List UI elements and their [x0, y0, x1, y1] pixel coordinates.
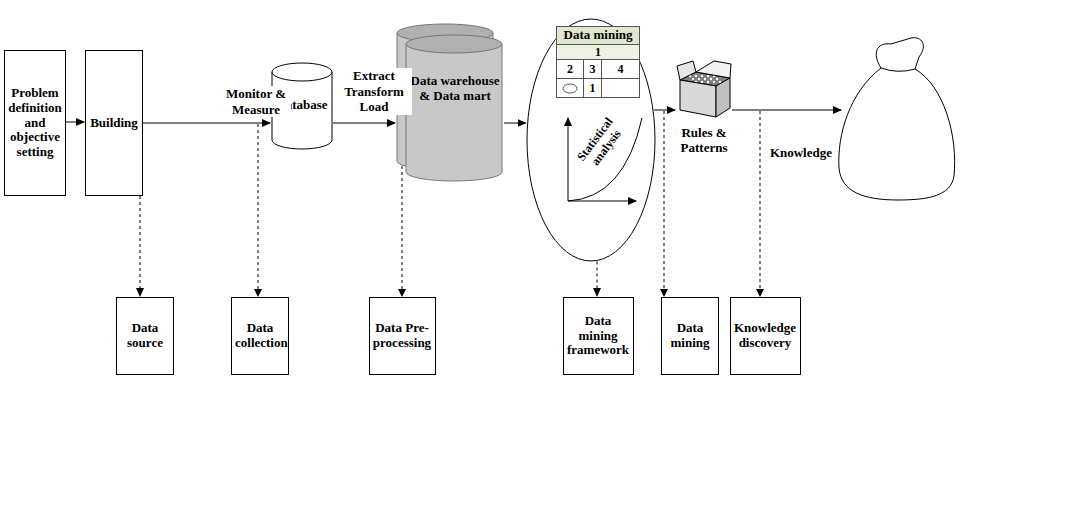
shape-part: [563, 84, 577, 93]
shape-part: [680, 80, 716, 117]
shape-part: [881, 68, 915, 71]
wh-node: Data warehouse & Data mart: [396, 22, 504, 184]
node-label: Data Pre-processing: [370, 321, 435, 351]
shape-part: [695, 75, 697, 77]
shape-part: [692, 78, 694, 80]
process-box: Data collection: [231, 297, 289, 375]
node-outline: [676, 60, 732, 118]
shape-part: [716, 78, 730, 117]
node-label: Knowledge: [764, 146, 832, 161]
dashed-connector: [140, 196, 141, 296]
dashed-connector: [597, 261, 598, 296]
process-box: Building: [85, 50, 143, 196]
process-box: Data mining: [661, 297, 719, 375]
node-label: Data collection: [232, 321, 288, 351]
flow-arrow: [143, 123, 270, 124]
table-cell: 2: [557, 60, 584, 79]
flow-arrow: [333, 123, 395, 124]
shape-part: [710, 78, 712, 80]
shape-part: [698, 78, 700, 80]
node-label: Data source: [117, 321, 173, 351]
shape-part: [696, 61, 731, 78]
table-cell: 1: [584, 79, 602, 98]
shape-part: [707, 81, 709, 83]
shape-part: [839, 38, 955, 200]
process-box: Data mining framework: [563, 297, 634, 375]
dashed-leader: [760, 111, 761, 296]
shape-part: [406, 44, 502, 181]
shape-part: [716, 78, 718, 80]
dashed-leader: [664, 111, 665, 296]
shape-part: [272, 63, 332, 81]
flow-arrow: [654, 110, 675, 111]
bag-node: Knowledge: [836, 36, 960, 202]
flow-arrow: [732, 110, 841, 111]
shape-part: [406, 35, 502, 53]
process-box: Knowledge discovery: [730, 297, 801, 375]
table-cell: 3: [584, 60, 602, 79]
table-cell: [602, 79, 639, 98]
callout-number: 2: [567, 62, 573, 77]
shape-part: [527, 19, 655, 261]
table-cell: [557, 79, 584, 98]
shape-part: [701, 75, 703, 77]
node-label: Problem definition and objective setting: [5, 86, 65, 161]
table-cell: 1: [557, 45, 639, 60]
flow-arrow: [66, 122, 84, 123]
node-outline: [836, 36, 960, 202]
process-box: Problem definition and objective setting: [4, 50, 66, 196]
table-node: Data mining 1 2 3 4 1: [556, 26, 640, 98]
table-title: Data mining: [557, 27, 639, 45]
axis-arrow: [568, 118, 569, 201]
process-box: Data Pre-processing: [369, 297, 436, 375]
shape-part: [707, 75, 709, 77]
node-label: Knowledge discovery: [731, 321, 800, 351]
shape-part: [713, 81, 715, 83]
node-label: Building: [86, 116, 142, 131]
node-outline: [396, 22, 504, 184]
table-cell: 4: [602, 60, 639, 79]
ell-node: Statistical analysisData mining12341: [526, 18, 656, 262]
node-label: Data mining: [564, 28, 633, 43]
shape-part: [704, 78, 706, 80]
shape-part: [701, 81, 703, 83]
flow-arrow: [504, 123, 526, 124]
callout-number: 1: [590, 81, 596, 96]
callout-number: 3: [590, 62, 596, 77]
dashed-leader: [258, 124, 259, 296]
node-label: Data warehouse & Data mart: [408, 74, 502, 104]
node-label: Rules & Patterns: [664, 126, 744, 156]
process-box: Data source: [116, 297, 174, 375]
node-label: Data mining: [662, 321, 718, 351]
axis-arrow: [568, 201, 636, 202]
shape-part: [677, 61, 696, 80]
oval-symbol: [562, 83, 578, 94]
crate-node: Rules & Patterns: [676, 60, 732, 118]
edge-label: Monitor & Measure: [221, 86, 291, 117]
callout-number: 1: [595, 45, 601, 60]
edge-label: Extract Transform Load: [336, 68, 412, 115]
node-label: Data mining framework: [564, 314, 633, 359]
callout-number: 4: [618, 62, 624, 77]
